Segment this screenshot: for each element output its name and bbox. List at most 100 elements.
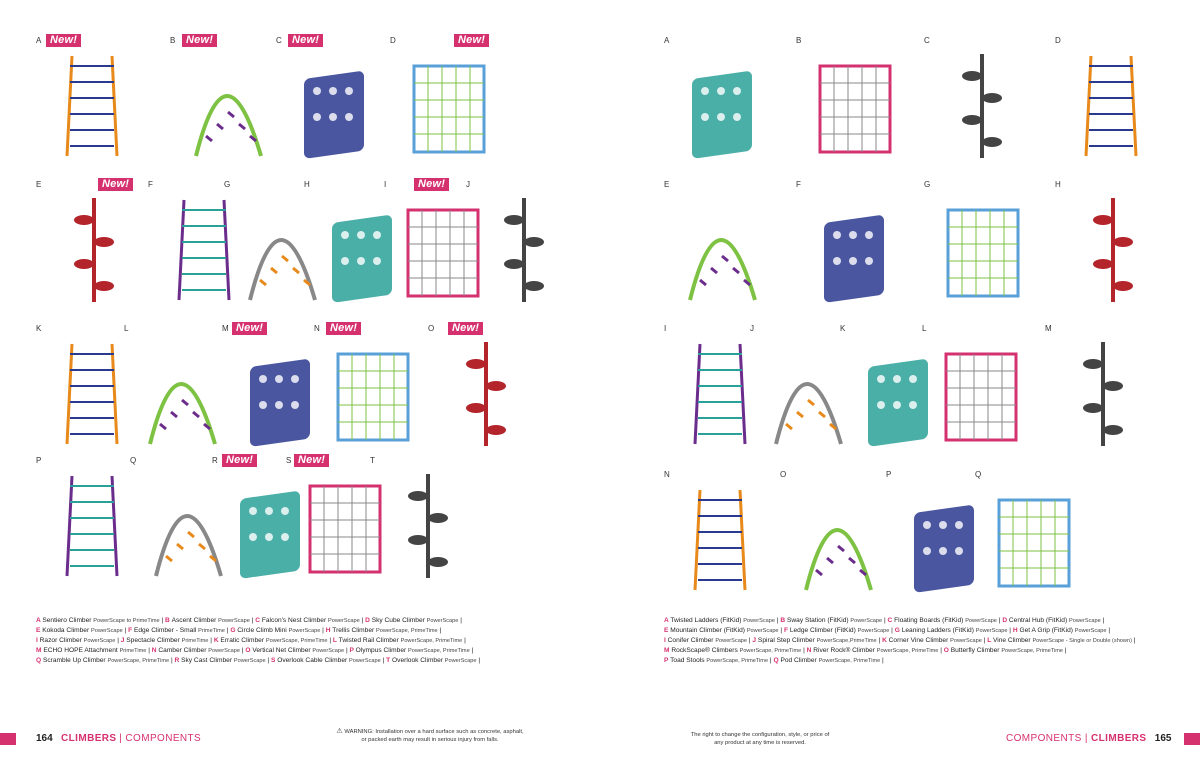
component-letter: Q [130, 456, 137, 465]
component-illustration [148, 382, 217, 445]
component-letter: L [922, 324, 927, 333]
caption-line: P Toad Stools PowerScape, PrimeTime | Q … [664, 657, 884, 664]
left-component-h: H [304, 180, 408, 304]
component-letter: Q [975, 470, 982, 479]
component-illustration [240, 491, 300, 579]
right-component-o: O [780, 470, 884, 594]
right-component-p: P [886, 470, 990, 594]
warning-note: ⚠ WARNING: Installation over a hard surf… [336, 728, 524, 743]
component-letter: I [384, 180, 387, 189]
component-letter: R [212, 456, 218, 465]
caption-line: E Mountain Climber (FitKid) PowerScape |… [664, 627, 1111, 634]
component-illustration [65, 343, 119, 445]
right-component-d: D [1055, 36, 1159, 160]
component-illustration [868, 359, 928, 447]
new-badge: New! [326, 322, 362, 335]
caption-line: Q Scramble Up Climber PowerScape, PrimeT… [36, 657, 481, 664]
component-illustration [818, 64, 892, 154]
component-letter: P [886, 470, 892, 479]
right-component-f: F [796, 180, 900, 304]
subsection-title-right: COMPONENTS [1006, 733, 1082, 744]
section-title-left: CLIMBERS [61, 733, 117, 744]
component-illustration [412, 64, 486, 154]
component-letter: B [796, 36, 802, 45]
component-illustration [406, 208, 480, 298]
caption-line: I Conifer Climber PowerScape | J Spiral … [664, 637, 1136, 644]
caption-line: I Razor Climber PowerScape | J Spectacle… [36, 637, 466, 644]
caption-line: M ECHO HOPE Attachment PrimeTime | N Cam… [36, 647, 474, 654]
right-component-a: A [664, 36, 768, 160]
caption-line: M RockScape® Climbers PowerScape, PrimeT… [664, 647, 1067, 654]
right-component-c: C [924, 36, 1028, 160]
new-badge: New! [222, 454, 258, 467]
component-letter: K [840, 324, 846, 333]
right-component-l: L [922, 324, 1026, 448]
component-illustration [308, 484, 382, 574]
left-component-n: N New! [314, 322, 418, 448]
component-letter: E [36, 180, 42, 189]
component-illustration [824, 215, 884, 303]
right-component-q: Q [975, 470, 1079, 594]
left-component-i: I New! [384, 178, 488, 304]
component-illustration [944, 352, 1018, 442]
left-component-p: P [36, 456, 140, 580]
component-letter: H [1055, 180, 1061, 189]
component-letter: K [36, 324, 42, 333]
new-badge: New! [288, 34, 324, 47]
new-badge: New! [414, 178, 450, 191]
component-illustration [1093, 198, 1133, 302]
component-letter: G [224, 180, 231, 189]
right-folio: COMPONENTS | CLIMBERS 165 [1006, 733, 1172, 744]
component-illustration [408, 474, 448, 578]
component-letter: J [466, 180, 470, 189]
component-illustration [688, 238, 757, 301]
section-title-right: CLIMBERS [1091, 733, 1147, 744]
right-footer-bar [1184, 733, 1200, 745]
warning-icon: ⚠ [336, 728, 343, 735]
right-component-n: N [664, 470, 768, 594]
component-illustration [250, 359, 310, 447]
new-badge: New! [182, 34, 218, 47]
component-letter: O [428, 324, 435, 333]
component-illustration [1084, 55, 1138, 157]
left-footer-bar [0, 733, 16, 745]
left-component-g: G [224, 180, 328, 304]
new-badge: New! [232, 322, 268, 335]
component-illustration [336, 352, 410, 442]
component-letter: L [124, 324, 129, 333]
component-illustration [466, 342, 506, 446]
component-letter: A [664, 36, 670, 45]
new-badge: New! [46, 34, 82, 47]
component-letter: G [924, 180, 931, 189]
left-component-k: K [36, 324, 140, 448]
component-illustration [154, 514, 223, 577]
component-illustration [65, 475, 119, 577]
component-letter: N [314, 324, 320, 333]
right-component-h: H [1055, 180, 1159, 304]
left-folio: 164 CLIMBERS | COMPONENTS [36, 733, 202, 744]
component-illustration [304, 71, 364, 159]
component-letter: T [370, 456, 375, 465]
caption-line: E Kokoda Climber PowerScape | F Edge Cli… [36, 627, 442, 634]
left-component-r: R New! [212, 454, 316, 580]
right-component-k: K [840, 324, 944, 448]
component-letter: N [664, 470, 670, 479]
new-badge: New! [448, 322, 484, 335]
right-component-m: M [1045, 324, 1149, 448]
component-letter: M [222, 324, 229, 333]
component-letter: B [170, 36, 176, 45]
right-component-b: B [796, 36, 900, 160]
page-number-left: 164 [36, 733, 53, 744]
subsection-title-left: COMPONENTS [125, 733, 202, 744]
component-illustration [194, 94, 263, 157]
component-letter: F [796, 180, 801, 189]
component-letter: D [390, 36, 396, 45]
component-letter: H [304, 180, 310, 189]
component-illustration [997, 498, 1071, 588]
component-letter: O [780, 470, 787, 479]
component-letter: P [36, 456, 42, 465]
component-illustration [693, 489, 747, 591]
component-illustration [804, 528, 873, 591]
component-illustration [177, 199, 231, 301]
component-letter: C [924, 36, 930, 45]
